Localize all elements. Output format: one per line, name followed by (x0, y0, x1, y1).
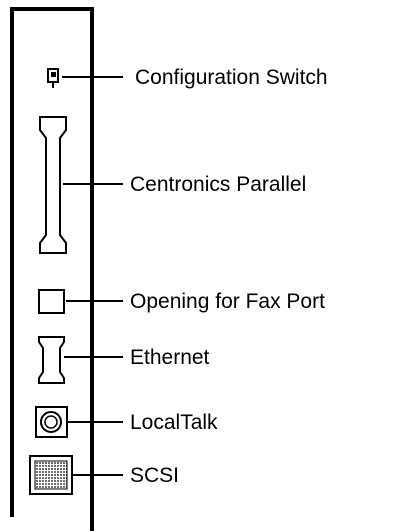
configuration-switch-icon (47, 68, 59, 88)
configuration-switch-label: Configuration Switch (135, 66, 328, 89)
centronics-parallel-connector (39, 116, 67, 254)
ethernet-connector (38, 336, 65, 384)
scsi-port (29, 455, 73, 495)
localtalk-port (35, 406, 68, 438)
fax-port-label: Opening for Fax Port (130, 290, 325, 313)
rear-panel-outline (10, 7, 94, 531)
localtalk-label: LocalTalk (130, 411, 218, 434)
scsi-label: SCSI (130, 464, 179, 487)
ethernet-label: Ethernet (130, 346, 210, 369)
centronics-parallel-label: Centronics Parallel (130, 173, 306, 196)
fax-port-opening (38, 289, 65, 314)
